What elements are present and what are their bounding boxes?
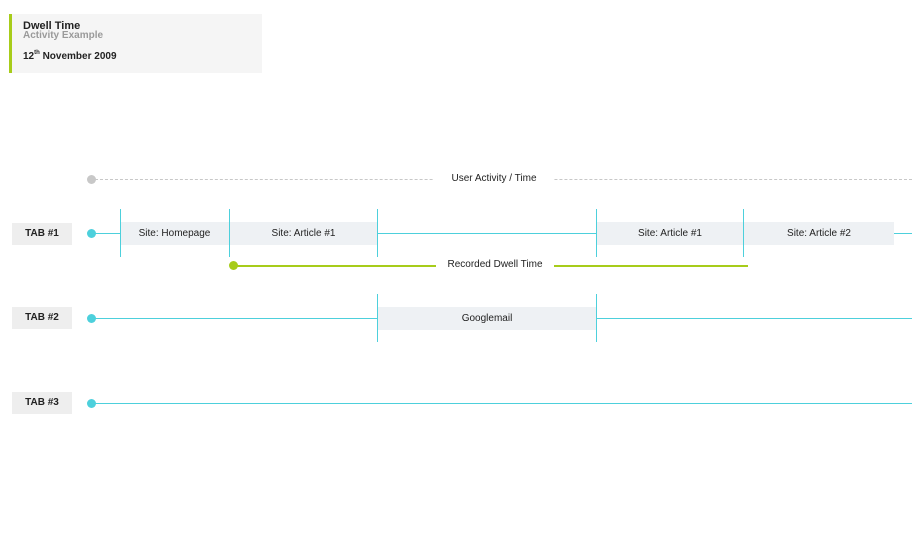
tab-1-site-article-1: Site: Article #1 [230,222,377,245]
date-rest: November 2009 [39,51,117,62]
tab-1-timeline [92,233,912,234]
diagram-subtitle: Activity Example [23,30,104,41]
axis-start-dot [87,175,96,184]
tab-1-marker [377,209,378,257]
diagram-date: 12th November 2009 [23,50,117,62]
tab-2-start-dot [87,314,96,323]
tab-1-marker [596,209,597,257]
tab-2-marker [377,294,378,342]
tab-1-site-homepage: Site: Homepage [120,222,229,245]
tab-2-site-googlemail: Googlemail [378,307,596,330]
tab-1-marker [120,209,121,257]
tab-3-label: TAB #3 [12,392,72,414]
tab-1-site-article-2: Site: Article #2 [744,222,894,245]
tab-3-timeline [92,403,912,404]
tab-1-site-article-1-revisit: Site: Article #1 [597,222,743,245]
tab-1-marker [229,209,230,257]
dwell-start-dot [229,261,238,270]
tab-1-marker [743,209,744,257]
tab-2-label: TAB #2 [12,307,72,329]
tab-2-marker [596,294,597,342]
tab-1-start-dot [87,229,96,238]
tab-1-label: TAB #1 [12,223,72,245]
header-card: Dwell Time Activity Example 12th Novembe… [9,14,262,73]
tab-3-start-dot [87,399,96,408]
dwell-label: Recorded Dwell Time [436,259,554,270]
diagram-title: Dwell Time [23,20,81,32]
date-day: 12 [23,51,35,62]
axis-label: User Activity / Time [434,173,554,184]
date-suffix: th [34,50,40,56]
